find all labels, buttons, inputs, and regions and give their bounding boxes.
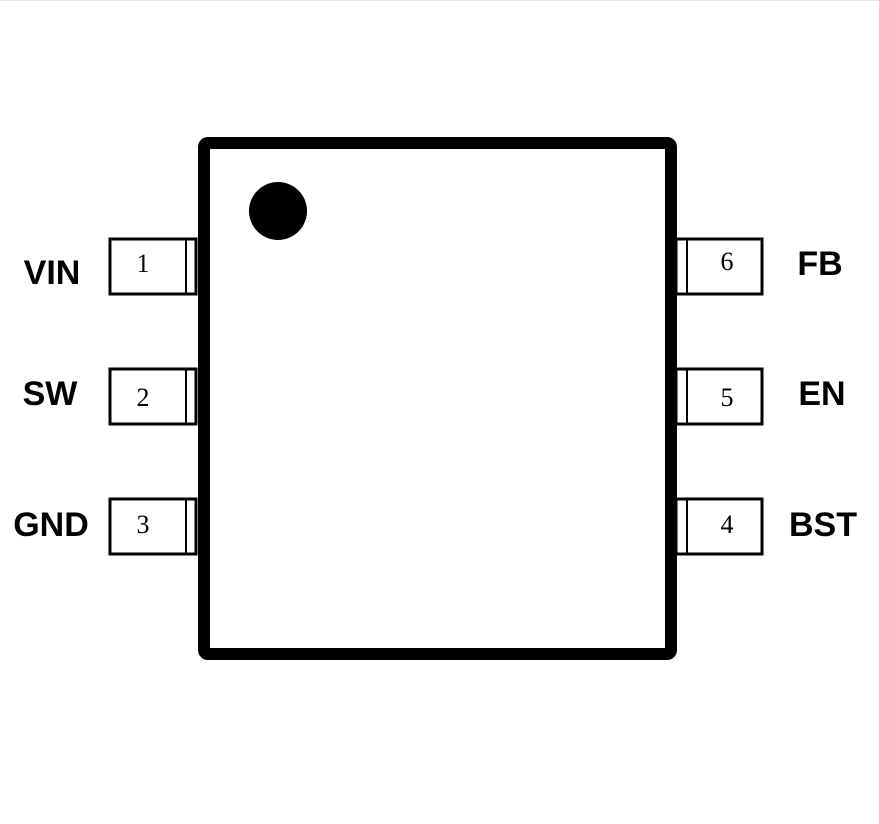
pin-5-lead bbox=[674, 367, 764, 426]
pin-3-lead bbox=[108, 497, 198, 556]
pin-2-name: SW bbox=[23, 375, 79, 413]
pin-1-lead bbox=[108, 237, 198, 296]
pin-3-name: GND bbox=[13, 506, 89, 544]
pin-3: 3 GND bbox=[13, 497, 198, 556]
pin-1: 1 VIN bbox=[24, 237, 198, 296]
pin-4: 4 BST bbox=[674, 497, 857, 556]
pin-1-name: VIN bbox=[24, 254, 81, 292]
pin-4-lead bbox=[674, 497, 764, 556]
pin-6-lead bbox=[674, 237, 764, 296]
pin-6: 6 FB bbox=[674, 237, 843, 296]
package-body bbox=[198, 137, 677, 660]
pin-4-name: BST bbox=[789, 506, 857, 544]
pin-2-number: 2 bbox=[137, 383, 150, 412]
pin-4-number: 4 bbox=[721, 510, 734, 539]
pin-5: 5 EN bbox=[674, 367, 846, 426]
top-divider bbox=[0, 0, 879, 1]
pin-3-number: 3 bbox=[137, 510, 150, 539]
pin-6-number: 6 bbox=[721, 247, 734, 276]
pin-2: 2 SW bbox=[23, 367, 198, 426]
pin-5-number: 5 bbox=[721, 383, 734, 412]
pin-5-name: EN bbox=[798, 375, 845, 413]
pin1-marker-dot bbox=[249, 182, 307, 240]
pin-1-number: 1 bbox=[137, 249, 150, 278]
pin-2-lead bbox=[108, 367, 198, 426]
pin-6-name: FB bbox=[797, 245, 842, 283]
